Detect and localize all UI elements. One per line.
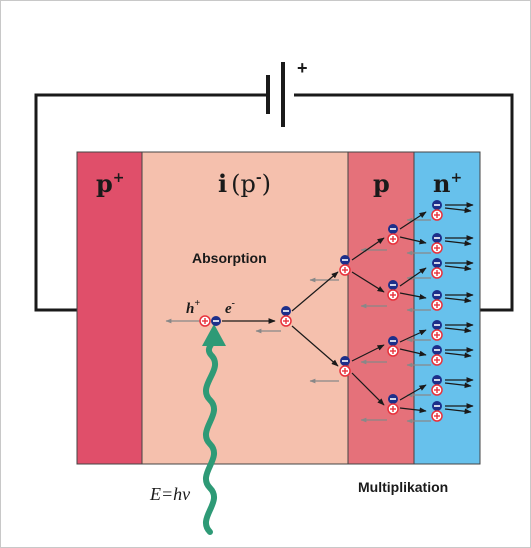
electron-path-arrow [444,408,472,415]
electron-icon [281,306,291,316]
hole-icon [431,354,443,366]
hole-icon [431,299,443,311]
region-p-plus [76,151,143,465]
hole-icon [387,403,399,415]
electron-icon [432,320,442,330]
electron-path-arrow [291,325,339,367]
electron-icon [432,345,442,355]
electron-path-arrow [399,267,427,287]
hole-icon [280,315,292,327]
electron-path-arrow [399,407,427,414]
circuit-wire-right [294,93,514,312]
electron-path-arrow [444,327,472,334]
region-p [347,151,415,465]
electron-path-arrow [444,352,472,359]
electron-path-arrow [291,271,339,312]
charge-carriers [199,200,443,422]
electron-path-arrow [399,348,427,357]
electron-label: e- [225,298,235,317]
electron-path-arrow [399,236,427,245]
electron-path-arrow [399,292,427,300]
electron-path-arrow [351,344,385,362]
region-n-plus [413,151,481,465]
region-intrinsic [141,151,349,465]
diode-regions [76,151,481,465]
electron-path-arrow [399,384,427,401]
region-label-intrinsic: i(p-) [218,169,271,198]
electron-icon [388,336,398,346]
electron-path-arrow [444,207,472,214]
electron-icon [432,200,442,210]
multiplication-label: Multiplikation [358,479,448,495]
electron-icon [388,224,398,234]
photon-arrowhead [202,324,226,346]
hole-icon [199,315,211,327]
electron-icon [432,233,442,243]
hole-icon [431,410,443,422]
battery-plus-sign: + [297,58,308,78]
electron-icon [211,316,221,326]
electron-icon [388,394,398,404]
region-label-n-plus: n+ [433,169,462,198]
electron-icon [432,290,442,300]
photon-wave [203,335,218,535]
hole-icon [387,289,399,301]
hole-icon [339,264,351,276]
hole-icon [431,329,443,341]
electron-path-arrow [351,271,385,293]
hole-icon [339,365,351,377]
absorption-label: Absorption [192,250,267,266]
electron-icon [340,255,350,265]
circuit-wire-left [34,93,268,312]
hole-icon [387,233,399,245]
region-label-p-plus: p+ [96,169,125,198]
region-label-p: p [373,169,390,198]
electron-path-arrow [444,382,472,389]
electron-path-arrow [444,265,472,272]
electron-icon [340,356,350,366]
hole-label: h+ [186,298,200,317]
electron-path-arrow [444,240,472,247]
electron-icon [432,258,442,268]
electron-icon [432,401,442,411]
electron-path-arrow [351,237,385,261]
hole-icon [431,209,443,221]
electron-icon [388,280,398,290]
hole-icon [431,267,443,279]
hole-icon [431,242,443,254]
electron-path-arrow [399,211,427,230]
electron-path-arrow [444,297,472,304]
hole-icon [431,384,443,396]
battery-symbol: + [266,58,308,127]
electron-path-arrow [351,372,385,406]
electron-path-arrow [399,329,427,343]
hole-icon [387,345,399,357]
photon-energy-label: E=hν [149,484,190,504]
hole-drift-arrows [165,217,431,424]
electron-path-arrows [222,202,474,415]
electron-icon [432,375,442,385]
